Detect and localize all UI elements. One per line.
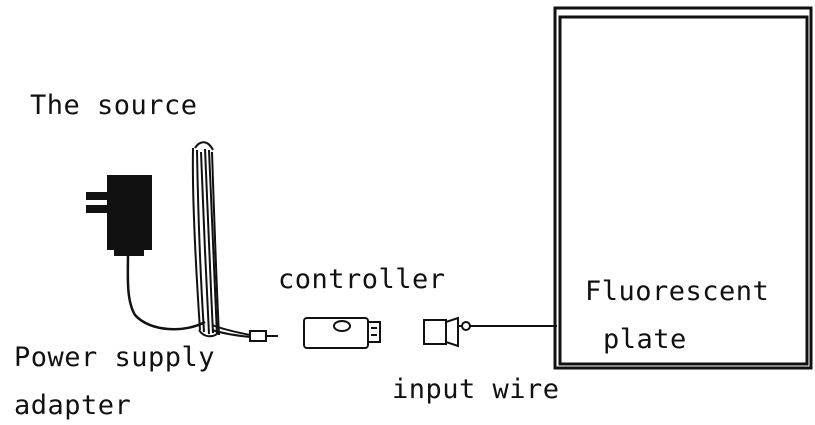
source-label: The source bbox=[30, 90, 198, 121]
power-adapter-label-line1: Power supply bbox=[14, 342, 216, 373]
input-wire-label: input wire bbox=[392, 374, 560, 405]
fluorescent-plate-label-line1: Fluorescent bbox=[585, 276, 770, 307]
power-adapter-plug-icon bbox=[86, 175, 206, 331]
controller-label: controller bbox=[278, 264, 446, 295]
fluorescent-plate-frame bbox=[553, 6, 813, 370]
coiled-cable-icon bbox=[191, 141, 278, 342]
usb-controller-icon bbox=[303, 317, 381, 349]
power-adapter-label-line2: adapter bbox=[14, 390, 132, 421]
fluorescent-plate-label-line2: plate bbox=[603, 324, 687, 355]
input-connector-icon bbox=[423, 316, 557, 348]
